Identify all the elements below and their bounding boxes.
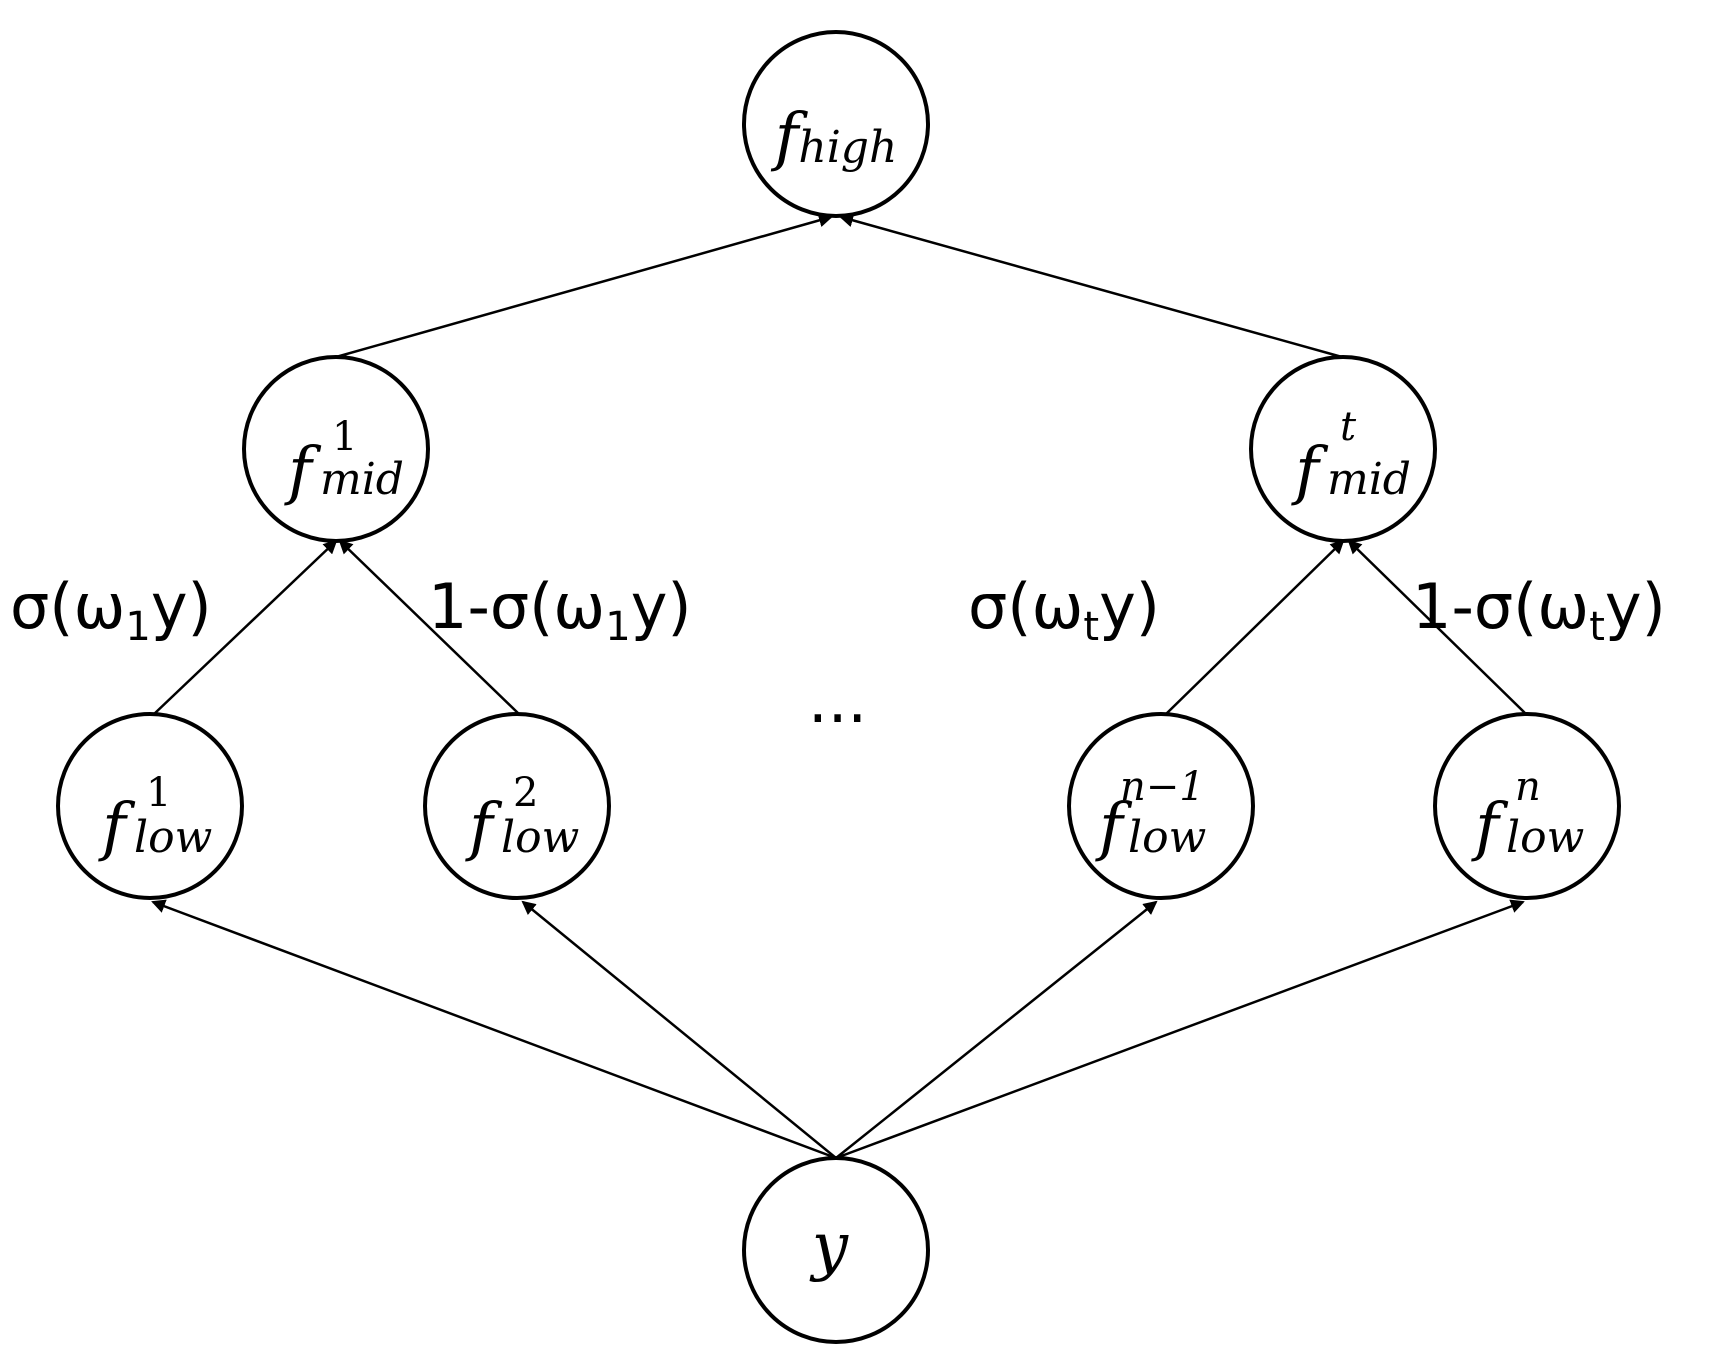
edge-low-n-minus-1-to-mid-t xyxy=(1164,539,1345,716)
edge-label-sigma-omega-1: σ(ω1y) xyxy=(10,570,212,650)
edge-mid-1-to-high xyxy=(335,213,833,359)
node-f-high-subscript: high xyxy=(798,122,897,173)
node-f-low-2-superscript: 2 xyxy=(513,770,538,816)
edge-y-to-low-1 xyxy=(151,899,837,1160)
edge-label-one-minus-sigma-omega-t: 1-σ(ωty) xyxy=(1412,570,1666,650)
node-f-high: fhigh xyxy=(742,30,930,218)
edge-mid-t-to-high xyxy=(839,213,1343,359)
node-f-low-2: f 2 low xyxy=(423,712,611,900)
node-f-low-n-superscript: n xyxy=(1515,764,1541,810)
node-f-low-n: f n low xyxy=(1433,712,1621,900)
node-y: y xyxy=(742,1156,930,1344)
node-f-low-1-superscript: 1 xyxy=(146,770,171,816)
node-f-mid-t: f t mid xyxy=(1249,355,1437,543)
ellipsis: ... xyxy=(808,664,867,737)
node-f-low-2-subscript: low xyxy=(501,812,579,863)
node-f-low-1-subscript: low xyxy=(134,812,212,863)
edge-low-2-to-mid-1 xyxy=(338,539,521,716)
node-f-mid-1-superscript: 1 xyxy=(332,414,357,460)
edge-y-to-low-n xyxy=(835,899,1525,1160)
node-f-low-n-minus-1-superscript: n−1 xyxy=(1120,764,1205,810)
node-f-low-n-subscript: low xyxy=(1506,812,1584,863)
edge-low-n-to-mid-t xyxy=(1347,539,1528,716)
node-y-symbol: y xyxy=(809,1210,849,1284)
node-f-mid-t-subscript: mid xyxy=(1327,454,1411,505)
node-f-mid-1-subscript: mid xyxy=(320,454,404,505)
node-f-low-n-minus-1-subscript: low xyxy=(1128,812,1206,863)
svg-text:fhigh: fhigh xyxy=(771,100,898,174)
edge-low-1-to-mid-1 xyxy=(152,539,338,716)
node-f-low-n-minus-1: f n−1 low xyxy=(1067,712,1255,900)
edge-y-to-low-2 xyxy=(521,900,837,1159)
edge-label-sigma-omega-t: σ(ωty) xyxy=(968,570,1160,650)
node-f-mid-1: f 1 mid xyxy=(242,355,430,543)
node-f-mid-t-superscript: t xyxy=(1340,404,1357,450)
edge-y-to-low-n-minus-1 xyxy=(835,900,1158,1159)
edge-label-one-minus-sigma-omega-1: 1-σ(ω1y) xyxy=(428,570,692,650)
node-f-low-1: f 1 low xyxy=(56,712,244,900)
